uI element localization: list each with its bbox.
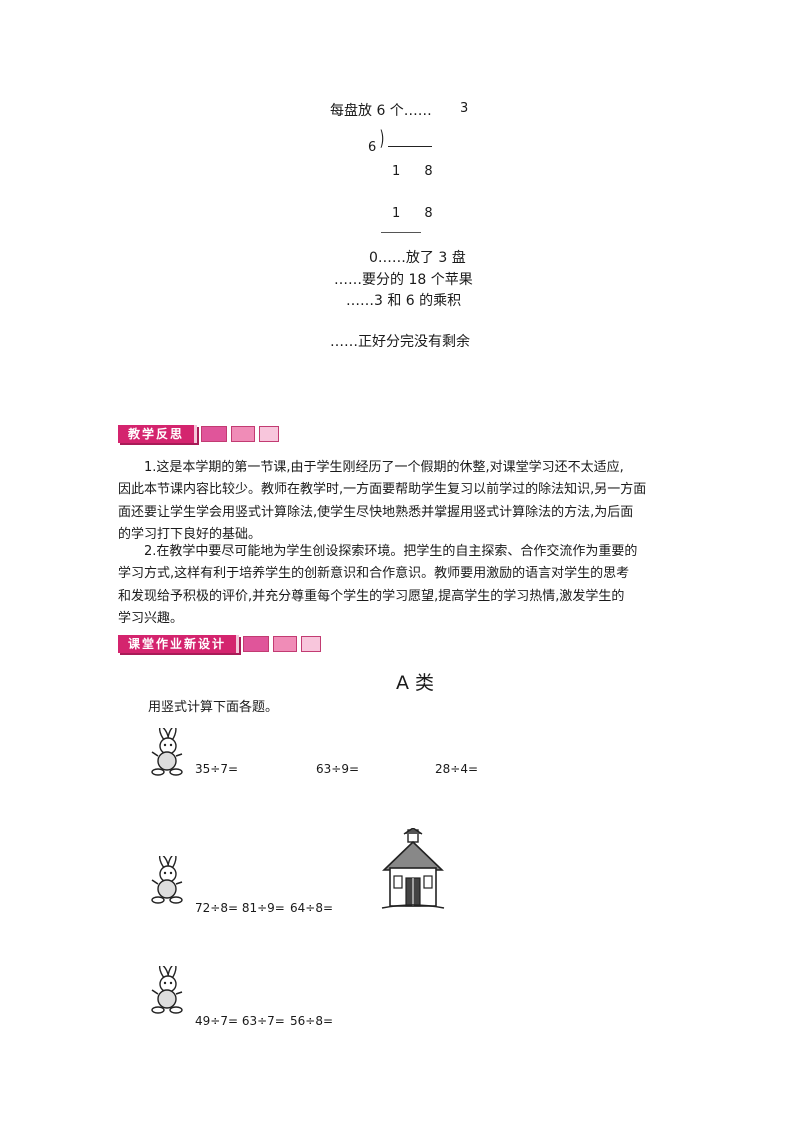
rabbit-icon bbox=[146, 962, 190, 1020]
problem-64-div-8: 64÷8= bbox=[290, 901, 334, 915]
reflection-paragraph-1: 1.这是本学期的第一节课,由于学生刚经历了一个假期的休整,对课堂学习还不太适应,… bbox=[118, 457, 678, 547]
note-nothing-left: ……正好分完没有剩余 bbox=[330, 334, 470, 350]
badge-square-mid bbox=[231, 426, 256, 442]
reflection-badge: 教学反思 bbox=[118, 424, 280, 444]
note-apples: ……要分的 18 个苹果 bbox=[334, 272, 473, 288]
homework-label: 课堂作业新设计 bbox=[118, 635, 240, 653]
division-bracket: ) bbox=[379, 126, 385, 150]
subtraction-bar bbox=[381, 232, 421, 233]
rabbit-icon bbox=[146, 852, 190, 910]
dividend-line: 1 8 bbox=[392, 206, 443, 221]
paragraph-line: 因此本节课内容比较少。教师在教学时,一方面要帮助学生复习以前学过的除法知识,另一… bbox=[118, 482, 647, 498]
paragraph-line: 学习兴趣。 bbox=[118, 611, 184, 627]
badge-square-dark bbox=[201, 426, 228, 442]
paragraph-line: 1.这是本学期的第一节课,由于学生刚经历了一个假期的休整,对课堂学习还不太适应, bbox=[144, 460, 624, 475]
instruction: 用竖式计算下面各题。 bbox=[148, 700, 279, 715]
quotient: 3 bbox=[460, 101, 469, 116]
plate-note: 每盘放 6 个…… bbox=[330, 103, 432, 119]
reflection-paragraph-2: 2.在教学中要尽可能地为学生创设探索环境。把学生的自主探索、合作交流作为重要的 … bbox=[118, 541, 678, 631]
problem-56-div-8: 56÷8= bbox=[290, 1014, 334, 1028]
paragraph-line: 和发现给予积极的评价,并充分尊重每个学生的学习愿望,提高学生的学习热情,激发学生… bbox=[118, 588, 625, 604]
badge-square-light bbox=[259, 426, 280, 442]
badge-square-mid bbox=[273, 636, 298, 652]
divisor: 6 bbox=[368, 140, 377, 155]
problems-72-81: 72÷8= 81÷9= bbox=[195, 901, 285, 915]
problem-35-div-7: 35÷7= bbox=[195, 762, 239, 776]
problem-28-div-4: 28÷4= bbox=[435, 762, 479, 776]
division-bar bbox=[388, 146, 432, 147]
remainder-note: 0……放了 3 盘 bbox=[369, 250, 466, 266]
paragraph-line: 面还要让学生学会用竖式计算除法,使学生尽快地熟悉并掌握用竖式计算除法的方法,为后… bbox=[118, 504, 634, 520]
note-product: ……3 和 6 的乘积 bbox=[346, 293, 462, 309]
product-line: 1 8 bbox=[392, 164, 443, 179]
problem-63-div-9: 63÷9= bbox=[316, 762, 360, 776]
badge-square-dark bbox=[243, 636, 270, 652]
paragraph-line: 2.在教学中要尽可能地为学生创设探索环境。把学生的自主探索、合作交流作为重要的 bbox=[144, 544, 638, 559]
section-title: A 类 bbox=[396, 672, 435, 694]
badge-square-light bbox=[301, 636, 322, 652]
reflection-label: 教学反思 bbox=[118, 425, 198, 443]
paragraph-line: 学习方式,这样有利于培养学生的创新意识和合作意识。教师要用激励的语言对学生的思考 bbox=[118, 566, 630, 582]
schoolhouse-icon bbox=[380, 827, 446, 918]
homework-badge: 课堂作业新设计 bbox=[118, 634, 322, 654]
paragraph-line: 的学习打下良好的基础。 bbox=[118, 527, 262, 543]
rabbit-icon bbox=[146, 724, 190, 782]
problems-49-63: 49÷7= 63÷7= bbox=[195, 1014, 285, 1028]
